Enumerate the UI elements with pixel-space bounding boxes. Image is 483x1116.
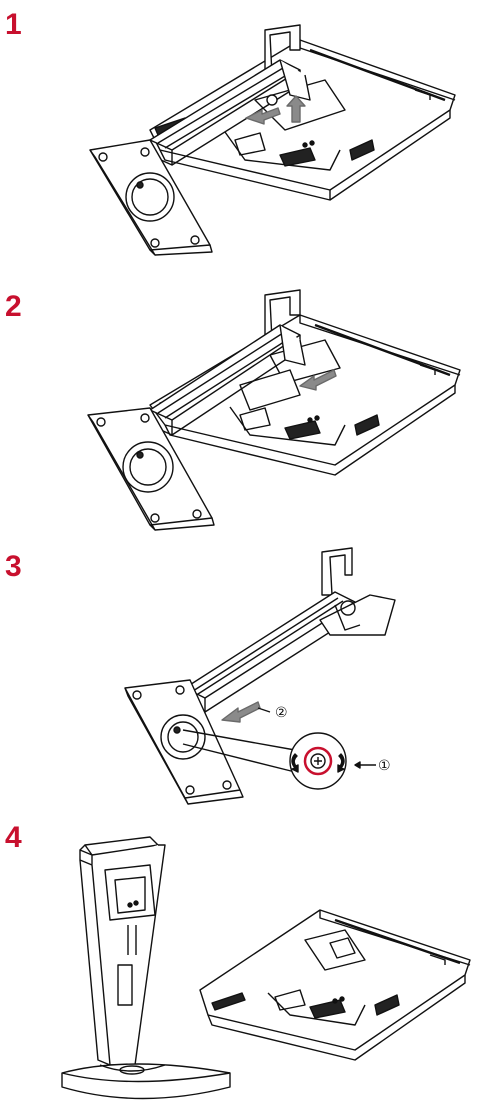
stand-icon <box>184 547 396 713</box>
base-plate-icon <box>124 679 244 805</box>
step-3-number: 3 <box>5 550 22 583</box>
callout-1-marker: ① <box>378 758 391 774</box>
stand-icon <box>87 289 306 531</box>
rotate-arrow-icon <box>291 753 345 773</box>
slide-arrow-icon <box>299 369 337 391</box>
slide-arrow-icon <box>221 701 261 723</box>
stand-icon <box>89 24 311 256</box>
stand-assembled-icon <box>61 836 231 1100</box>
step-4-illustration <box>61 836 471 1100</box>
monitor-back-icon <box>199 909 471 1061</box>
step-2-number: 2 <box>5 290 22 323</box>
step-1-illustration <box>89 24 456 256</box>
step-1-number: 1 <box>5 8 22 41</box>
monitor-back-icon <box>149 314 461 476</box>
step-4-number: 4 <box>5 821 22 854</box>
step-3-illustration: ② ① <box>124 547 396 805</box>
step-2-illustration <box>87 289 461 531</box>
screw-icon <box>289 732 347 790</box>
release-arrow-icon <box>245 95 306 125</box>
callout-2-marker: ② <box>275 705 288 721</box>
